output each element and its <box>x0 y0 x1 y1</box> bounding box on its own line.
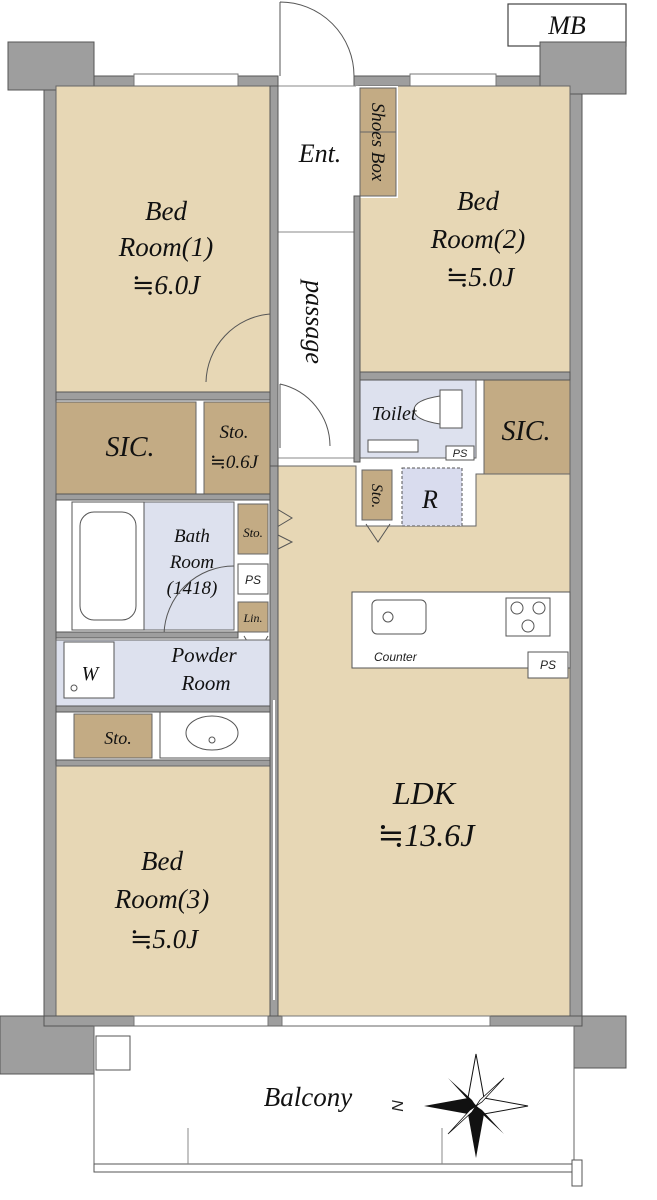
counter-label: Counter <box>374 650 418 664</box>
wall-bed2-bottom <box>359 371 571 381</box>
toilet-label: Toilet <box>372 403 417 425</box>
door-swing-bath <box>163 565 235 635</box>
room-sto-toilet <box>361 469 393 521</box>
room-sto-powder <box>73 713 153 759</box>
ps-toilet-label: PS <box>453 448 468 460</box>
bed2-name2: Room(2) <box>430 224 525 254</box>
stove-icon <box>505 597 551 637</box>
wall-powder-bottom <box>55 705 271 713</box>
entrance-label: Ent. <box>298 139 342 168</box>
window-bed1-top <box>133 73 239 87</box>
powder-l2: Room <box>181 671 231 695</box>
bath-l1: Bath <box>174 526 210 547</box>
passage-label: passage <box>300 278 329 364</box>
window-bed2-top <box>409 73 497 87</box>
balcony <box>93 1025 575 1171</box>
pier-top-left <box>7 41 95 91</box>
north-label: N <box>390 1100 407 1112</box>
toilet-bowl <box>413 395 441 425</box>
sto-toilet-label: Sto. <box>368 484 385 508</box>
kitchen-sink <box>371 599 427 635</box>
linen-label: Lin. <box>242 611 262 625</box>
ldk-size: ≒13.6J <box>377 817 476 853</box>
bath-l2: Room <box>169 552 214 573</box>
fridge-space <box>401 467 463 527</box>
mb-label: MB <box>547 11 586 40</box>
room-bed3 <box>55 765 271 1017</box>
sto-06-name: Sto. <box>219 422 248 443</box>
door-swing-sto-bath <box>271 505 294 553</box>
wall-bath-bottom <box>55 631 239 639</box>
bed1-name: Bed <box>145 196 187 226</box>
bed3-name2: Room(3) <box>114 884 209 914</box>
fridge-label: R <box>421 485 438 514</box>
room-ldk <box>277 465 571 1017</box>
outer-wall-right <box>569 75 583 1017</box>
door-swing-sto-toilet <box>365 523 391 543</box>
pier-top-right <box>539 41 627 95</box>
wall-passage-right <box>353 195 361 463</box>
wall-sic-bottom <box>55 493 279 501</box>
wall-bed1-bottom <box>55 391 271 401</box>
door-swing-passage <box>279 383 331 448</box>
ps-kitchen-box <box>527 651 569 679</box>
room-sic-right <box>483 379 571 475</box>
washer-drain <box>70 684 78 692</box>
balcony-post <box>571 1159 583 1187</box>
bed1-name2: Room(1) <box>118 232 213 262</box>
compass-icon <box>424 1053 529 1158</box>
shoes-box-over <box>359 87 397 197</box>
bed3-name: Bed <box>141 846 183 876</box>
vanity-drain <box>208 736 216 744</box>
powder-l1: Powder <box>170 643 237 667</box>
bath-l3: (1418) <box>167 578 218 599</box>
ps-kitchen-label: PS <box>540 658 556 672</box>
washer <box>63 641 115 699</box>
mb-box <box>507 3 627 47</box>
balcony-hatch <box>95 1035 131 1071</box>
area-entrance <box>277 85 359 459</box>
sto-powder-label: Sto. <box>104 728 132 748</box>
balcony-label: Balcony <box>264 1082 352 1112</box>
wall-bed1-right <box>269 85 279 497</box>
sic-right-label: SIC. <box>502 416 551 447</box>
sink-drain <box>382 611 394 623</box>
bed2-size: ≒5.0J <box>446 262 516 292</box>
washer-label: W <box>82 663 101 685</box>
room-sto-06 <box>203 401 271 495</box>
sto-bath-label: Sto. <box>243 525 263 540</box>
toilet-sink <box>367 439 419 453</box>
ldk-name: LDK <box>392 775 457 811</box>
ps-bath-label: PS <box>245 573 261 587</box>
balcony-rail <box>93 1163 583 1173</box>
sto-06-size: ≒0.6J <box>210 452 260 473</box>
room-linen <box>237 601 269 633</box>
sic-left-label: SIC. <box>106 432 155 463</box>
bathtub-inner <box>79 511 137 621</box>
vanity-basin <box>185 715 239 751</box>
shoes-box-label-2: Shoes Box <box>367 103 388 182</box>
room-sto-bath <box>237 503 269 555</box>
bed1-size: ≒6.0J <box>132 270 202 300</box>
bed2-name: Bed <box>457 186 499 216</box>
ps-toilet-box <box>445 445 475 461</box>
outer-wall-left <box>43 75 57 1017</box>
door-swing-entrance <box>279 1 355 77</box>
toilet-tank <box>439 389 463 429</box>
wall-vanity-bottom <box>55 759 271 767</box>
ps-bath-box <box>237 563 269 595</box>
bed3-size: ≒5.0J <box>130 924 200 954</box>
room-sic-left <box>55 401 197 495</box>
